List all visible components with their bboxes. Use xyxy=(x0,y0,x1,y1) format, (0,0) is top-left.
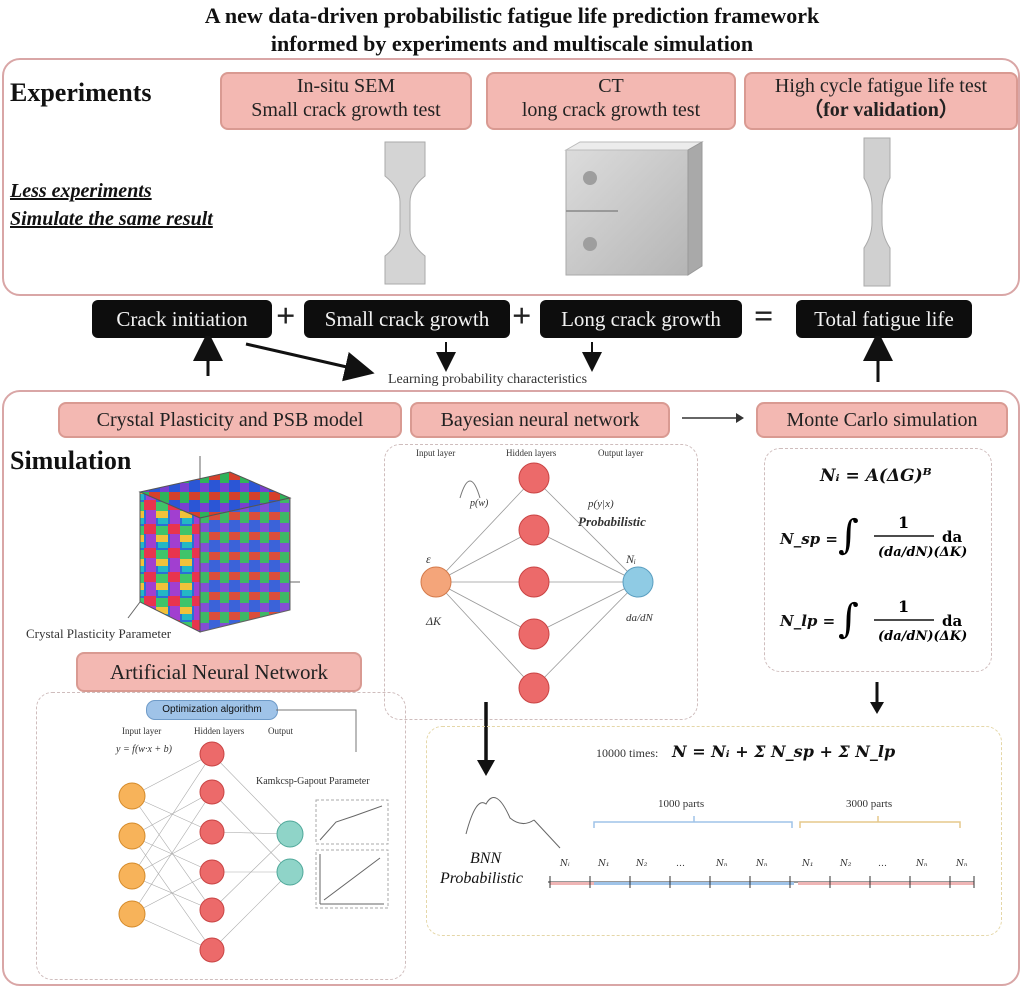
svg-text:Nₙ: Nₙ xyxy=(955,859,968,869)
mc-parts2-label: 3000 parts xyxy=(846,798,893,810)
test-long-crack-line1: CT xyxy=(598,75,624,97)
svg-text:N₁: N₁ xyxy=(597,859,609,869)
bnn-output-var2: da/dN xyxy=(626,612,653,624)
bnn-to-mc-arrow xyxy=(682,413,744,423)
mc-result-frame xyxy=(426,726,1002,936)
ann-network-drawing xyxy=(118,709,389,963)
learning-label: Learning probability characteristics xyxy=(388,372,588,387)
svg-text:…: … xyxy=(878,859,887,869)
bnn-output-var1: Nᵢ xyxy=(626,552,636,566)
svg-text:∫: ∫ xyxy=(838,596,859,642)
svg-text:N₂: N₂ xyxy=(635,859,648,869)
test-long-crack-line2: long crack growth test xyxy=(521,99,701,121)
equals-sign: = xyxy=(754,298,774,335)
mc-probabilistic-label: Probabilistic xyxy=(440,870,523,887)
experiments-note-line1: Less experiments xyxy=(10,180,152,202)
ann-box: Artificial Neural Network xyxy=(76,652,362,692)
plus-sign-1: + xyxy=(276,298,296,335)
formula-long-crack-integral: ∫ 1 (da/dN)(ΔK) da xyxy=(838,596,967,644)
bnn-network-drawing xyxy=(420,462,654,704)
plus-sign-2: + xyxy=(512,298,532,335)
formula-initiation: Nᵢ = A(ΔG)ᴮ xyxy=(820,466,932,486)
test-small-crack-line2: Small crack growth test xyxy=(251,99,441,121)
mc-total-equation: N = Nᵢ + Σ N_sp + Σ N_lp xyxy=(672,742,896,761)
test-hcf-box: High cycle fatigue life test （for valida… xyxy=(744,72,1018,130)
simulation-panel xyxy=(2,390,1020,986)
svg-text:da: da xyxy=(942,612,962,630)
ann-diagram-frame xyxy=(36,692,406,980)
mc-bnn-label: BNN xyxy=(470,850,502,867)
ann-equation: y = f(w·x + b) xyxy=(116,744,172,755)
svg-text:da: da xyxy=(942,528,962,546)
experiments-note-line2: Simulate the same result xyxy=(10,208,213,230)
ann-optimizer-pill: Optimization algorithm xyxy=(146,700,278,720)
pipeline-arrows xyxy=(193,336,893,382)
bnn-down-arrow xyxy=(477,702,495,776)
ct-specimen-image xyxy=(564,141,704,276)
bnn-diagram-frame xyxy=(384,444,698,720)
long-crack-box: Long crack growth xyxy=(540,300,742,338)
test-hcf-line1: High cycle fatigue life test xyxy=(774,75,988,97)
bnn-input-var2: ΔK xyxy=(426,614,442,628)
svg-text:Nₙ: Nₙ xyxy=(755,859,768,869)
formula-small-crack-lhs: N_sp = xyxy=(780,530,838,548)
svg-text:1: 1 xyxy=(898,597,909,616)
svg-text:(da/dN)(ΔK): (da/dN)(ΔK) xyxy=(878,629,967,644)
ann-output-label: Output xyxy=(268,726,294,736)
crack-initiation-box: Crack initiation xyxy=(92,300,272,338)
bnn-input-layer-label: Input layer xyxy=(416,448,456,458)
formula-long-crack-lhs: N_lp = xyxy=(780,612,836,630)
formula-small-crack-integral: ∫ 1 (da/dN)(ΔK) da xyxy=(838,512,967,560)
mc-box: Monte Carlo simulation xyxy=(756,402,1008,438)
ann-output-param-label: Kamkcsp-Gapout Parameter xyxy=(256,776,370,787)
mc-formula-frame xyxy=(764,448,992,672)
bnn-probabilistic-label: Probabilistic xyxy=(578,514,646,529)
test-long-crack-box: CT long crack growth test xyxy=(486,72,736,130)
test-hcf-line2: （for validation） xyxy=(803,99,959,121)
bnn-posterior-label: p(y|x) xyxy=(588,498,614,510)
svg-text:Nₙ: Nₙ xyxy=(715,859,728,869)
diagram-title-line1: A new data-driven probabilistic fatigue … xyxy=(204,3,820,28)
svg-text:N₂: N₂ xyxy=(839,859,852,869)
svg-text:Nₙ: Nₙ xyxy=(915,859,928,869)
mc-timeline-drawing: Nᵢ N₁ N₂ … Nₙ Nₙ N₁ N₂ … Nₙ Nₙ xyxy=(465,797,975,888)
bnn-input-var1: ε xyxy=(426,552,431,566)
simulation-label: Simulation xyxy=(10,446,132,475)
svg-text:…: … xyxy=(676,859,685,869)
mc-parts1-label: 1000 parts xyxy=(658,798,705,810)
cp-model-box: Crystal Plasticity and PSB model xyxy=(58,402,402,438)
experiments-panel xyxy=(2,58,1020,296)
bnn-prior-label: p(w) xyxy=(470,498,489,509)
cp-parameter-label: Crystal Plasticity Parameter xyxy=(26,626,172,641)
small-crack-box: Small crack growth xyxy=(304,300,510,338)
ann-hidden-layers-label: Hidden layers xyxy=(194,726,245,736)
experiments-label: Experiments xyxy=(10,78,152,107)
test-small-crack-line1: In-situ SEM xyxy=(296,75,396,97)
bnn-output-layer-label: Output layer xyxy=(598,448,644,458)
svg-text:Nᵢ: Nᵢ xyxy=(559,859,570,869)
hcf-specimen-image xyxy=(863,137,891,287)
diagram-title-line2: informed by experiments and multiscale s… xyxy=(270,31,754,56)
microstructure-cube-image xyxy=(127,456,300,633)
total-fatigue-life-box: Total fatigue life xyxy=(796,300,972,338)
mc-down-arrow xyxy=(870,682,884,714)
ann-input-layer-label: Input layer xyxy=(122,726,162,736)
svg-text:N₁: N₁ xyxy=(801,859,813,869)
bnn-hidden-layers-label: Hidden layers xyxy=(506,448,557,458)
svg-text:(da/dN)(ΔK): (da/dN)(ΔK) xyxy=(878,545,967,560)
test-small-crack-box: In-situ SEM Small crack growth test xyxy=(220,72,472,130)
svg-text:1: 1 xyxy=(898,513,909,532)
mc-times-label: 10000 times: xyxy=(596,746,659,760)
svg-text:∫: ∫ xyxy=(838,512,859,558)
dogbone-specimen-image xyxy=(384,141,426,285)
bnn-box: Bayesian neural network xyxy=(410,402,670,438)
